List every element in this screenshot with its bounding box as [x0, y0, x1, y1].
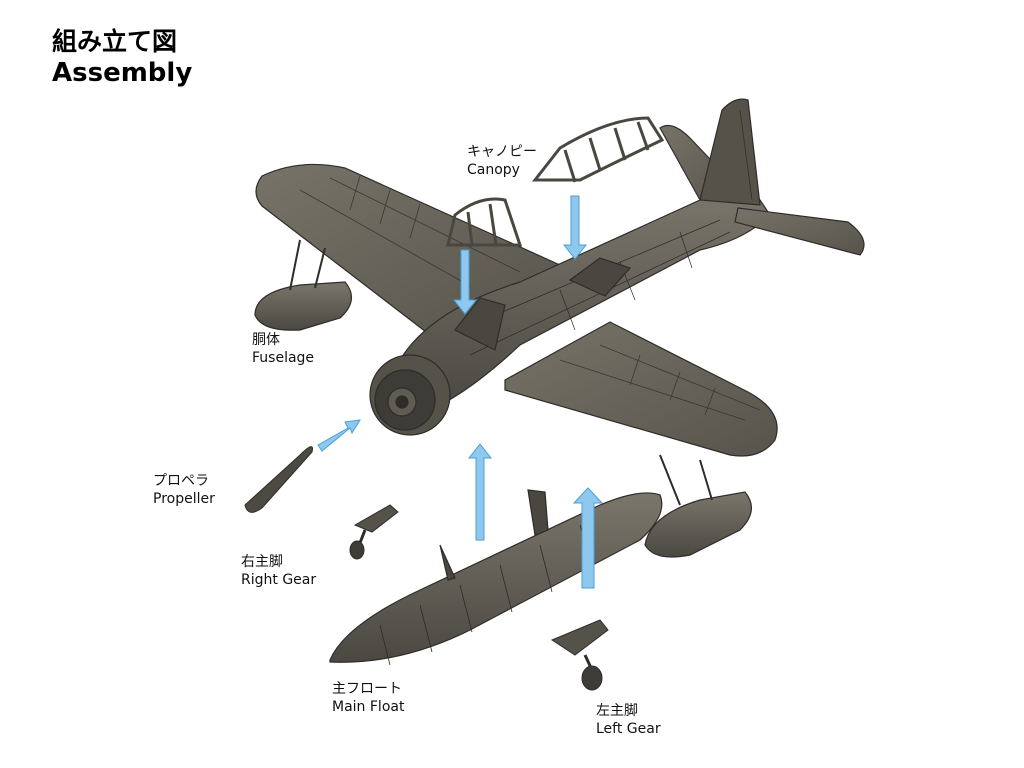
left-gear-part: [550, 619, 609, 691]
right-gear-label: 右主脚 Right Gear: [241, 553, 316, 589]
left-gear-label: 左主脚 Left Gear: [596, 702, 661, 738]
title-japanese: 組み立て図: [52, 27, 178, 56]
cockpit-rear: [568, 257, 632, 297]
left-wing: [255, 163, 562, 336]
cockpit-front: [454, 297, 506, 351]
right-gear-part: [349, 504, 399, 560]
arrow-propeller: [317, 419, 361, 452]
main-float-part: [329, 489, 663, 666]
right-gear-label-en: Right Gear: [241, 572, 317, 588]
tail-plane-right: [734, 207, 865, 256]
canopy-label-en: Canopy: [467, 162, 520, 178]
propeller-label-en: Propeller: [153, 491, 215, 507]
arrow-main-float: [467, 443, 493, 541]
right-gear-label-jp: 右主脚: [241, 554, 283, 570]
tail-fin: [699, 98, 761, 206]
left-gear-label-jp: 左主脚: [596, 703, 638, 719]
title-english: Assembly: [52, 58, 193, 89]
canopy-part: [446, 116, 665, 247]
left-gear-label-en: Left Gear: [596, 721, 661, 737]
right-wing: [504, 321, 778, 457]
assembly-arrows: [317, 195, 604, 589]
propeller-label: プロペラ Propeller: [153, 472, 215, 508]
fuselage-label: 胴体 Fuselage: [252, 331, 314, 367]
fuselage-label-jp: 胴体: [252, 332, 280, 348]
right-wing-float: [644, 491, 752, 558]
canopy-label: キャノピー Canopy: [467, 143, 537, 179]
page-title: 組み立て図 Assembly: [52, 26, 192, 90]
fuselage-part: [254, 98, 865, 558]
canopy-label-jp: キャノピー: [467, 144, 537, 160]
arrow-canopy-front: [452, 249, 478, 315]
arrow-canopy-rear: [562, 195, 588, 260]
fuselage-label-en: Fuselage: [252, 350, 315, 366]
main-float-label-en: Main Float: [332, 699, 405, 715]
main-float-label: 主フロート Main Float: [332, 680, 404, 716]
main-float-label-jp: 主フロート: [332, 681, 402, 697]
arrow-left-gear: [572, 487, 604, 589]
left-wing-float: [254, 281, 352, 331]
propeller-part: [244, 446, 313, 513]
propeller-label-jp: プロペラ: [153, 473, 209, 489]
